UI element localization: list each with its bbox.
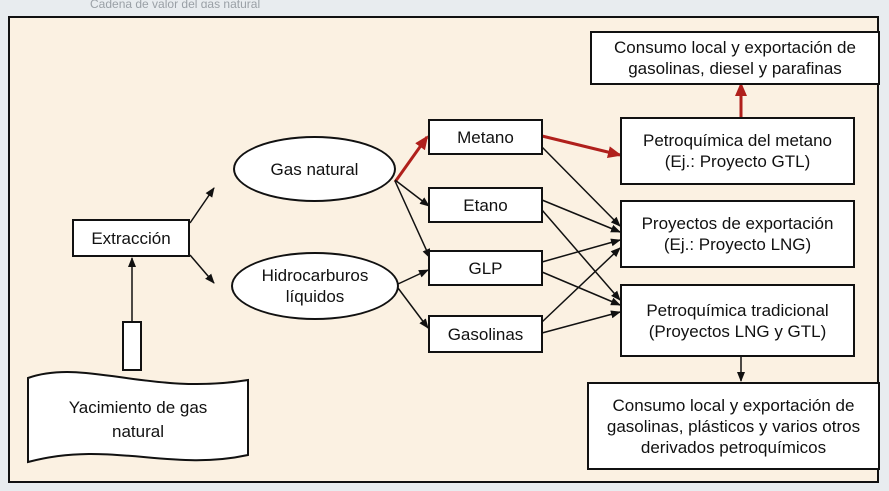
node-yacimiento: Yacimiento de gas natural: [68, 398, 208, 441]
arrow-metano-exportacion: [541, 146, 621, 227]
node-consumo-plasticos-petroquimicos: Consumo local y exportación de gasolinas…: [587, 382, 880, 470]
figure-caption-cropped: Cadena de valor del gas natural: [90, 0, 261, 8]
reservoir-wave-shape: [27, 371, 249, 464]
arrow-glp-exportacion: [541, 238, 621, 263]
node-consumo-diesel-parafinas: Consumo local y exportación de gasolinas…: [590, 31, 880, 85]
node-hidrocarburos-liquidos: Hidrocarburos líquidos: [231, 252, 399, 320]
node-gasolinas: Gasolinas: [428, 315, 543, 353]
arrow-etano-exportacion: [541, 199, 621, 233]
arrow-gas-metano: [393, 135, 429, 183]
node-glp: GLP: [428, 250, 543, 286]
arrow-extraccion-gas: [189, 187, 215, 224]
node-gas-natural: Gas natural: [233, 136, 396, 202]
arrow-glp-tradicional: [541, 271, 621, 306]
arrow-metano-petroquimica: [541, 134, 622, 158]
arrow-hidro-gasolinas: [397, 287, 429, 329]
node-extraccion: Extracción: [72, 219, 190, 257]
arrow-extraccion-hidrocarburos: [189, 254, 215, 284]
arrow-gas-etano: [394, 179, 430, 207]
node-metano: Metano: [428, 119, 543, 155]
node-petroquimica-metano: Petroquímica del metano (Ej.: Proyecto G…: [620, 117, 855, 185]
arrow-gas-glp: [394, 180, 431, 259]
arrow-gasolinas-exportacion: [541, 247, 621, 323]
wellhead-pipe: [122, 321, 142, 371]
arrow-hidro-glp: [397, 269, 429, 285]
node-proyectos-exportacion: Proyectos de exportación (Ej.: Proyecto …: [620, 200, 855, 268]
arrow-gasolinas-tradicional: [541, 310, 621, 334]
arrow-etano-tradicional: [541, 209, 621, 301]
node-petroquimica-tradicional: Petroquímica tradicional (Proyectos LNG …: [620, 284, 855, 357]
node-etano: Etano: [428, 187, 543, 223]
